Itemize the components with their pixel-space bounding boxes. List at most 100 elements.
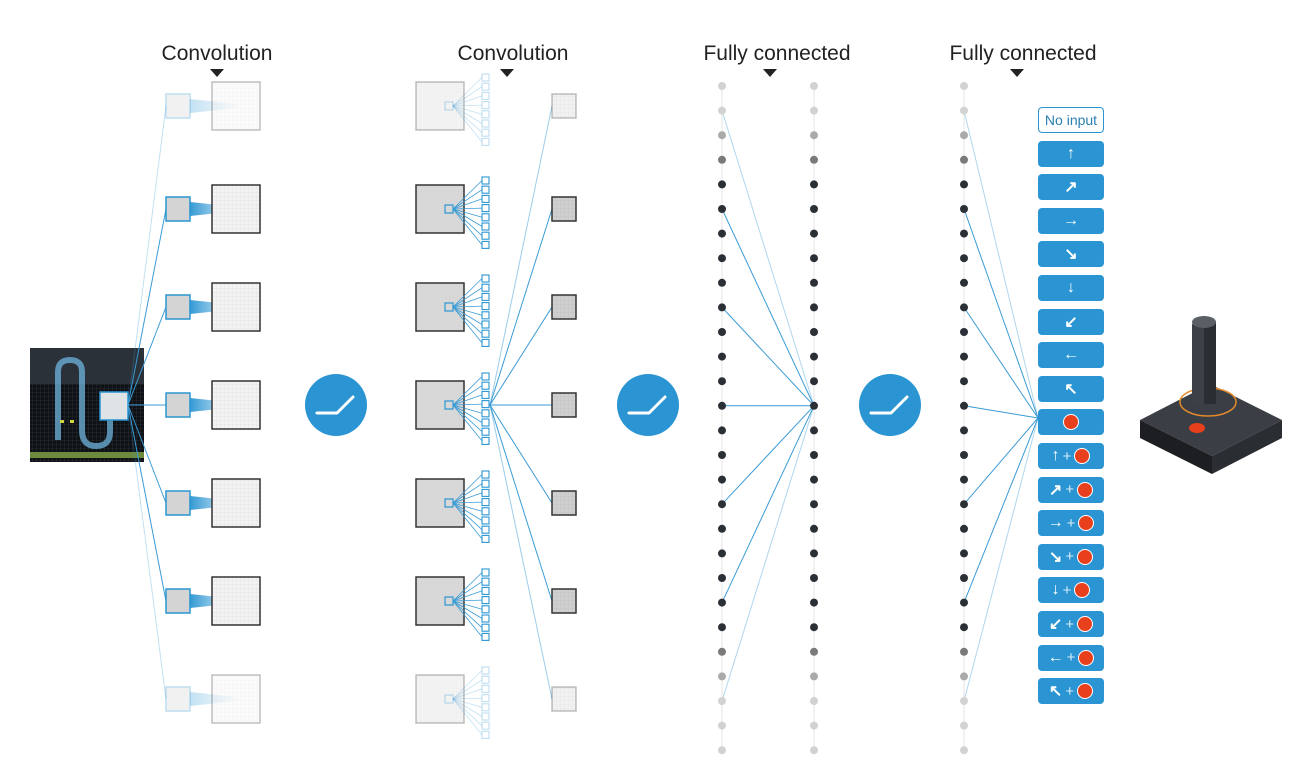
neuron-node — [718, 328, 726, 336]
output-map-grid — [551, 93, 577, 119]
kernel-cell — [481, 436, 490, 445]
kernel-cell — [481, 577, 490, 586]
neuron-node — [810, 328, 818, 336]
kernel-cell — [481, 694, 490, 703]
neuron-node — [960, 426, 968, 435]
feature-map-grid — [211, 81, 261, 131]
connection-line — [452, 189, 483, 210]
action-11: ↗+ — [1038, 476, 1104, 503]
kernel-cell — [481, 516, 490, 525]
kernel-cell — [481, 176, 490, 185]
header-conv-2: Convolution — [457, 42, 569, 65]
connection-line — [721, 307, 815, 407]
kernel-cell — [481, 427, 490, 436]
header-fc-1: Fully connected — [703, 42, 851, 65]
kernel-cell — [481, 110, 490, 119]
plus-icon: + — [1065, 682, 1075, 700]
connection-line — [452, 208, 483, 246]
neuron-node — [960, 254, 968, 263]
kernel-cell — [481, 82, 490, 91]
kernel-cell — [481, 222, 490, 231]
neuron-node — [718, 574, 726, 582]
connection-line — [452, 404, 483, 442]
neuron-node — [810, 574, 818, 582]
joystick-icon — [1140, 316, 1282, 474]
fire-button-icon — [1074, 582, 1091, 599]
connection-line — [452, 599, 483, 602]
kernel-cell — [481, 470, 490, 479]
plus-icon: + — [1066, 649, 1076, 667]
neuron-node — [810, 106, 818, 115]
kernel-cell — [481, 675, 490, 684]
neuron-node — [718, 106, 726, 115]
connection-line — [452, 86, 483, 107]
neuron-node — [960, 721, 968, 730]
kernel-cell — [481, 586, 490, 595]
filter-box — [444, 101, 454, 111]
neuron-node — [718, 549, 726, 558]
neuron-node — [718, 377, 726, 386]
kernel-cell — [481, 479, 490, 488]
fire-button-icon — [1077, 616, 1094, 632]
connection-line — [452, 296, 483, 308]
kernel-cell — [481, 185, 490, 194]
connection-line — [452, 679, 483, 700]
header-conv-1: Convolution — [161, 42, 273, 65]
arrow-icon: ↖ — [1048, 683, 1063, 701]
kernel-cell — [481, 283, 490, 292]
neuron-node — [960, 574, 968, 582]
connection-line — [452, 287, 483, 308]
header-fc-2: Fully connected — [949, 42, 1097, 65]
action-6: ↙ — [1038, 308, 1104, 335]
neuron-node — [718, 475, 726, 484]
filter-box — [165, 93, 191, 119]
connection-line — [452, 305, 483, 308]
connection-line — [452, 306, 483, 334]
kernel-cell — [481, 213, 490, 222]
action-2: ↗ — [1038, 174, 1104, 201]
fire-button-icon — [1077, 683, 1094, 700]
neuron-node — [718, 352, 726, 361]
neuron-node — [960, 697, 968, 705]
connection-line — [452, 502, 483, 512]
neuron-node — [960, 106, 968, 115]
kernel-cell — [481, 623, 490, 632]
relu-curve — [315, 395, 355, 415]
connection-line — [489, 404, 553, 700]
neuron-node — [960, 598, 968, 607]
connection-line — [452, 404, 483, 432]
relu-curve — [869, 395, 909, 415]
connection-line — [452, 670, 483, 700]
arrow-icon: ↘ — [1064, 246, 1078, 264]
neuron-node — [718, 721, 726, 730]
connection-line — [452, 208, 483, 218]
connection-line — [452, 698, 483, 708]
action-13: ↘+ — [1038, 543, 1104, 570]
connection-line — [452, 394, 483, 406]
neuron-node — [960, 401, 968, 410]
arrow-icon: ↗ — [1064, 179, 1078, 197]
connection-line — [452, 207, 483, 210]
connection-line — [452, 95, 483, 107]
kernel-cell — [481, 684, 490, 693]
arrow-icon: ← — [1047, 648, 1064, 666]
connection-line — [452, 698, 483, 736]
action-1: ↑ — [1038, 140, 1104, 167]
connection-line — [721, 405, 815, 702]
kernel-cell — [481, 418, 490, 427]
relu-icon — [617, 374, 679, 436]
header-marker — [763, 69, 777, 77]
neuron-node — [960, 155, 968, 164]
connection-line — [452, 105, 483, 133]
arrow-icon: → — [1047, 514, 1064, 532]
neuron-node — [960, 377, 968, 386]
kernel-cell — [481, 274, 490, 283]
filter-box — [165, 490, 191, 516]
action-9 — [1038, 409, 1104, 436]
neuron-node — [718, 229, 726, 238]
arrow-icon: ↖ — [1064, 380, 1078, 398]
neuron-node — [960, 278, 968, 287]
neuron-node — [810, 746, 818, 755]
arrow-icon: → — [1063, 211, 1079, 229]
neuron-node — [718, 598, 726, 607]
